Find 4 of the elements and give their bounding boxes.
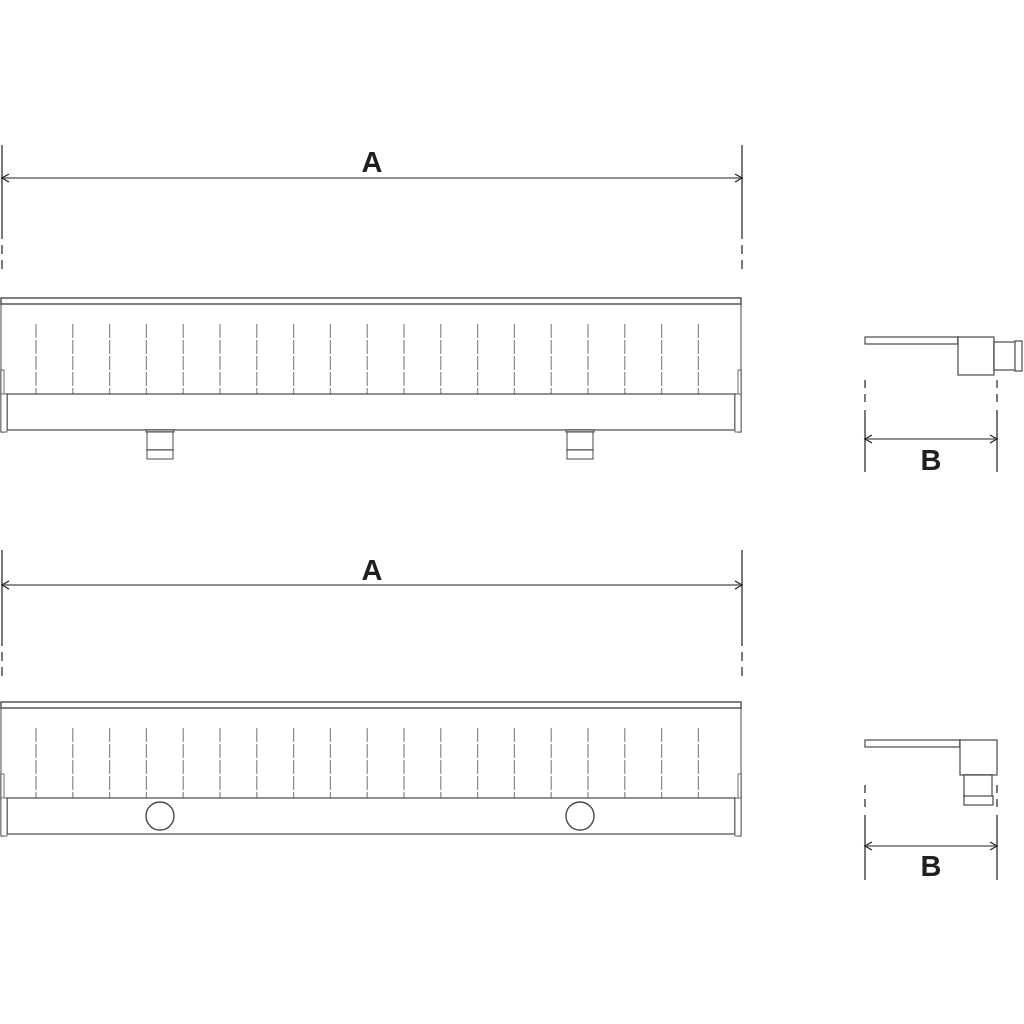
dimension-label: B — [920, 446, 942, 475]
dimension-label: A — [361, 148, 383, 177]
dimension-label: B — [920, 852, 942, 881]
dimension-label: A — [361, 556, 383, 585]
